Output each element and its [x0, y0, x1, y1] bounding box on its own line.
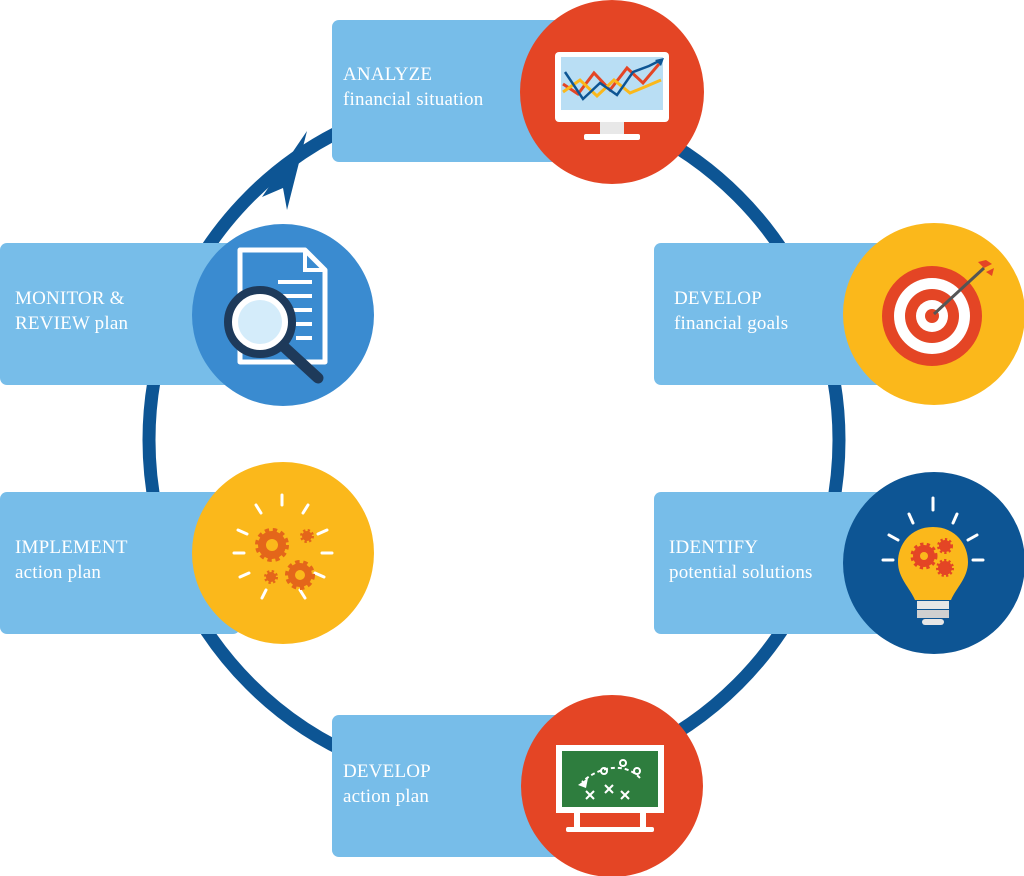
step-box-develop-goals [654, 243, 909, 385]
step-box-implement [0, 492, 240, 634]
cycle-ring [142, 88, 846, 792]
cycle-arrow-icon [262, 131, 307, 210]
step-box-monitor [0, 243, 240, 385]
chalkboard-strategy-icon [521, 695, 703, 876]
step-box-develop-plan [332, 715, 587, 857]
target-arrow-icon [843, 223, 1024, 405]
monitor-chart-icon [520, 0, 704, 184]
step-box-analyze [332, 20, 587, 162]
lightbulb-gears-icon [843, 472, 1024, 654]
document-magnifier-icon [192, 224, 374, 406]
step-box-identify [654, 492, 909, 634]
gears-icon [192, 462, 374, 644]
